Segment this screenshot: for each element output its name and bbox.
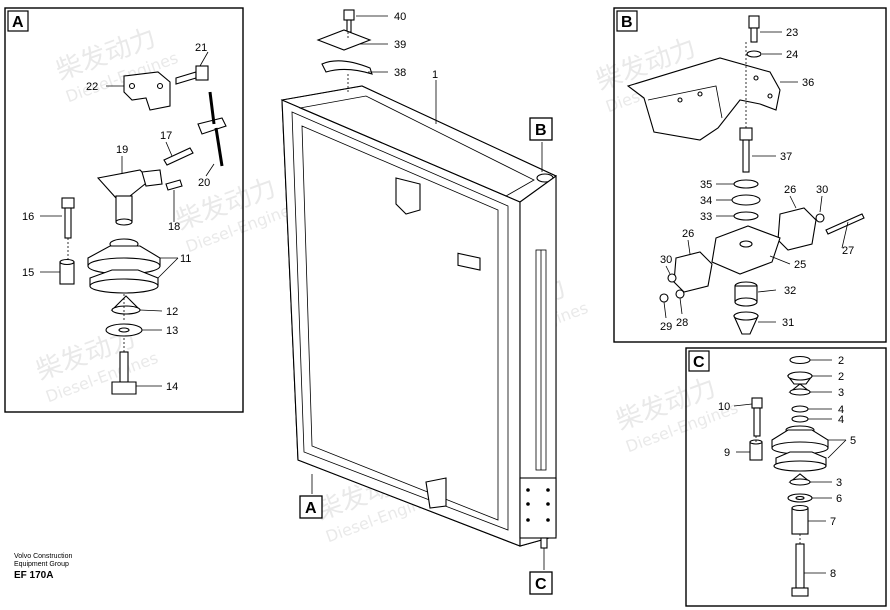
part-label-31: 31 [782, 317, 794, 329]
part-label-10: 10 [718, 401, 730, 413]
block-26-right [777, 207, 817, 251]
part-label-12: 12 [166, 306, 178, 318]
part-label-24: 24 [786, 49, 798, 61]
part-label-20: 20 [198, 177, 210, 189]
part-label-16: 16 [22, 211, 34, 223]
panel-b: B [613, 7, 887, 343]
part-label-9: 9 [724, 447, 730, 459]
part-label-15: 15 [22, 267, 34, 279]
part-label-30b: 30 [660, 254, 672, 266]
part-label-21: 21 [195, 42, 207, 54]
callout-c: C [535, 576, 547, 593]
part-label-35: 35 [700, 179, 712, 191]
part-label-26b: 26 [682, 228, 694, 240]
part-label-29: 29 [660, 321, 672, 333]
part-label-25: 25 [794, 259, 806, 271]
part-label-39: 39 [394, 39, 406, 51]
part-label-4b: 4 [838, 414, 844, 426]
figure-code: EF 170A [14, 570, 53, 581]
panel-a-letter: A [12, 14, 24, 31]
panel-b-label-box [616, 10, 638, 32]
panel-c-label-box [688, 350, 710, 372]
part-label-17: 17 [160, 130, 172, 142]
part-label-38: 38 [394, 67, 406, 79]
part-label-34: 34 [700, 195, 712, 207]
footer-company: Volvo Construction [14, 553, 72, 560]
part-label-26: 26 [784, 184, 796, 196]
callout-b-box [529, 117, 553, 141]
part-label-11: 11 [180, 253, 191, 265]
part-label-5: 5 [850, 435, 856, 447]
part-label-1: 1 [432, 69, 438, 81]
footer: Volvo Construction Equipment Group EF 17… [14, 553, 72, 581]
callout-b: B [535, 122, 547, 139]
part-label-18: 18 [168, 221, 180, 233]
part-label-22: 22 [86, 81, 98, 93]
part-label-33: 33 [700, 211, 712, 223]
part-label-3b: 3 [836, 477, 842, 489]
panel-a: A [4, 7, 244, 413]
part-label-28: 28 [676, 317, 688, 329]
part-label-6: 6 [836, 493, 842, 505]
callout-a-box [299, 495, 323, 519]
bracket-22 [123, 71, 171, 111]
callout-a: A [305, 500, 317, 517]
cup-19 [96, 169, 151, 199]
block-26-left [673, 251, 713, 293]
radiator-assembly: 40 39 38 1 B A C [280, 9, 557, 595]
part-label-2b: 2 [838, 371, 844, 383]
panel-a-label-box [7, 10, 29, 32]
part-label-3: 3 [838, 387, 844, 399]
part-label-2: 2 [838, 355, 844, 367]
part-label-23: 23 [786, 27, 798, 39]
part-label-13: 13 [166, 325, 178, 337]
bracket-36 [626, 57, 781, 141]
panel-c-letter: C [693, 354, 705, 371]
part-label-40: 40 [394, 11, 406, 23]
part-label-36: 36 [802, 77, 814, 89]
part-label-8: 8 [830, 568, 836, 580]
mount-25 [711, 225, 781, 275]
part-label-19: 19 [116, 144, 128, 156]
panel-b-letter: B [621, 14, 633, 31]
part-label-14: 14 [166, 381, 178, 393]
callout-c-box [529, 571, 553, 595]
part-label-7: 7 [830, 516, 836, 528]
footer-group: Equipment Group [14, 561, 69, 568]
part-label-27: 27 [842, 245, 854, 257]
part-label-4: 4 [838, 404, 844, 416]
part-label-30: 30 [816, 184, 828, 196]
part-label-37: 37 [780, 151, 792, 163]
part-label-32: 32 [784, 285, 796, 297]
panel-c: C [685, 347, 887, 607]
